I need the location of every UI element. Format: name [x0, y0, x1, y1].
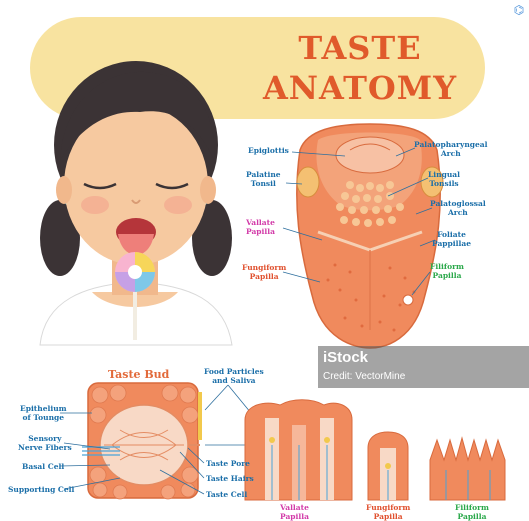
label-food-particles: Food Particles and Saliva — [204, 367, 264, 385]
label-epiglottis: Epiglottis — [248, 146, 289, 155]
label-papilla-vallate: Vallate Papilla — [280, 503, 309, 521]
label-sensory-nerve-fibers: Sensory Nerve Fibers — [18, 434, 72, 452]
label-papilla-fungiform: Fungiform Papilla — [366, 503, 410, 521]
label-taste-hairs: Taste Hairs — [206, 474, 254, 483]
label-taste-pore: Taste Pore — [206, 459, 250, 468]
label-palatine-tonsil: Palatine Tonsil — [246, 170, 281, 188]
label-vallate-papilla: Vallate Papilla — [246, 218, 275, 236]
label-epithelium: Epithelium of Tounge — [20, 404, 67, 422]
label-fungiform-papilla: Fungiform Papilla — [242, 263, 286, 281]
watermark-logo: iStock — [323, 349, 368, 366]
label-palatopharyngeal-arch: Palatopharyngeal Arch — [414, 140, 488, 158]
page-title: TASTE ANATOMY — [255, 28, 465, 108]
girl-illustration — [40, 61, 232, 345]
label-papilla-filiform: Filiform Papilla — [455, 503, 489, 521]
label-taste-cell: Taste Cell — [206, 490, 247, 499]
label-foliate-papillae: Foliate Pappillae — [432, 230, 471, 248]
label-palatoglossal-arch: Palatoglossal Arch — [430, 199, 486, 217]
label-filiform-papilla: Filiform Papilla — [430, 262, 464, 280]
papillae-types-illustration — [245, 400, 505, 500]
taste-bud-title: Taste Bud — [108, 368, 169, 381]
title-line-1: TASTE — [255, 28, 465, 68]
label-supporting-cell: Supporting Cell — [8, 485, 74, 494]
label-lingual-tonsils: Lingual Tonsils — [428, 170, 460, 188]
label-basal-cell: Basal Cell — [22, 462, 64, 471]
title-line-2: ANATOMY — [255, 68, 465, 108]
watermark-credit: Credit: VectorMine — [323, 371, 405, 382]
